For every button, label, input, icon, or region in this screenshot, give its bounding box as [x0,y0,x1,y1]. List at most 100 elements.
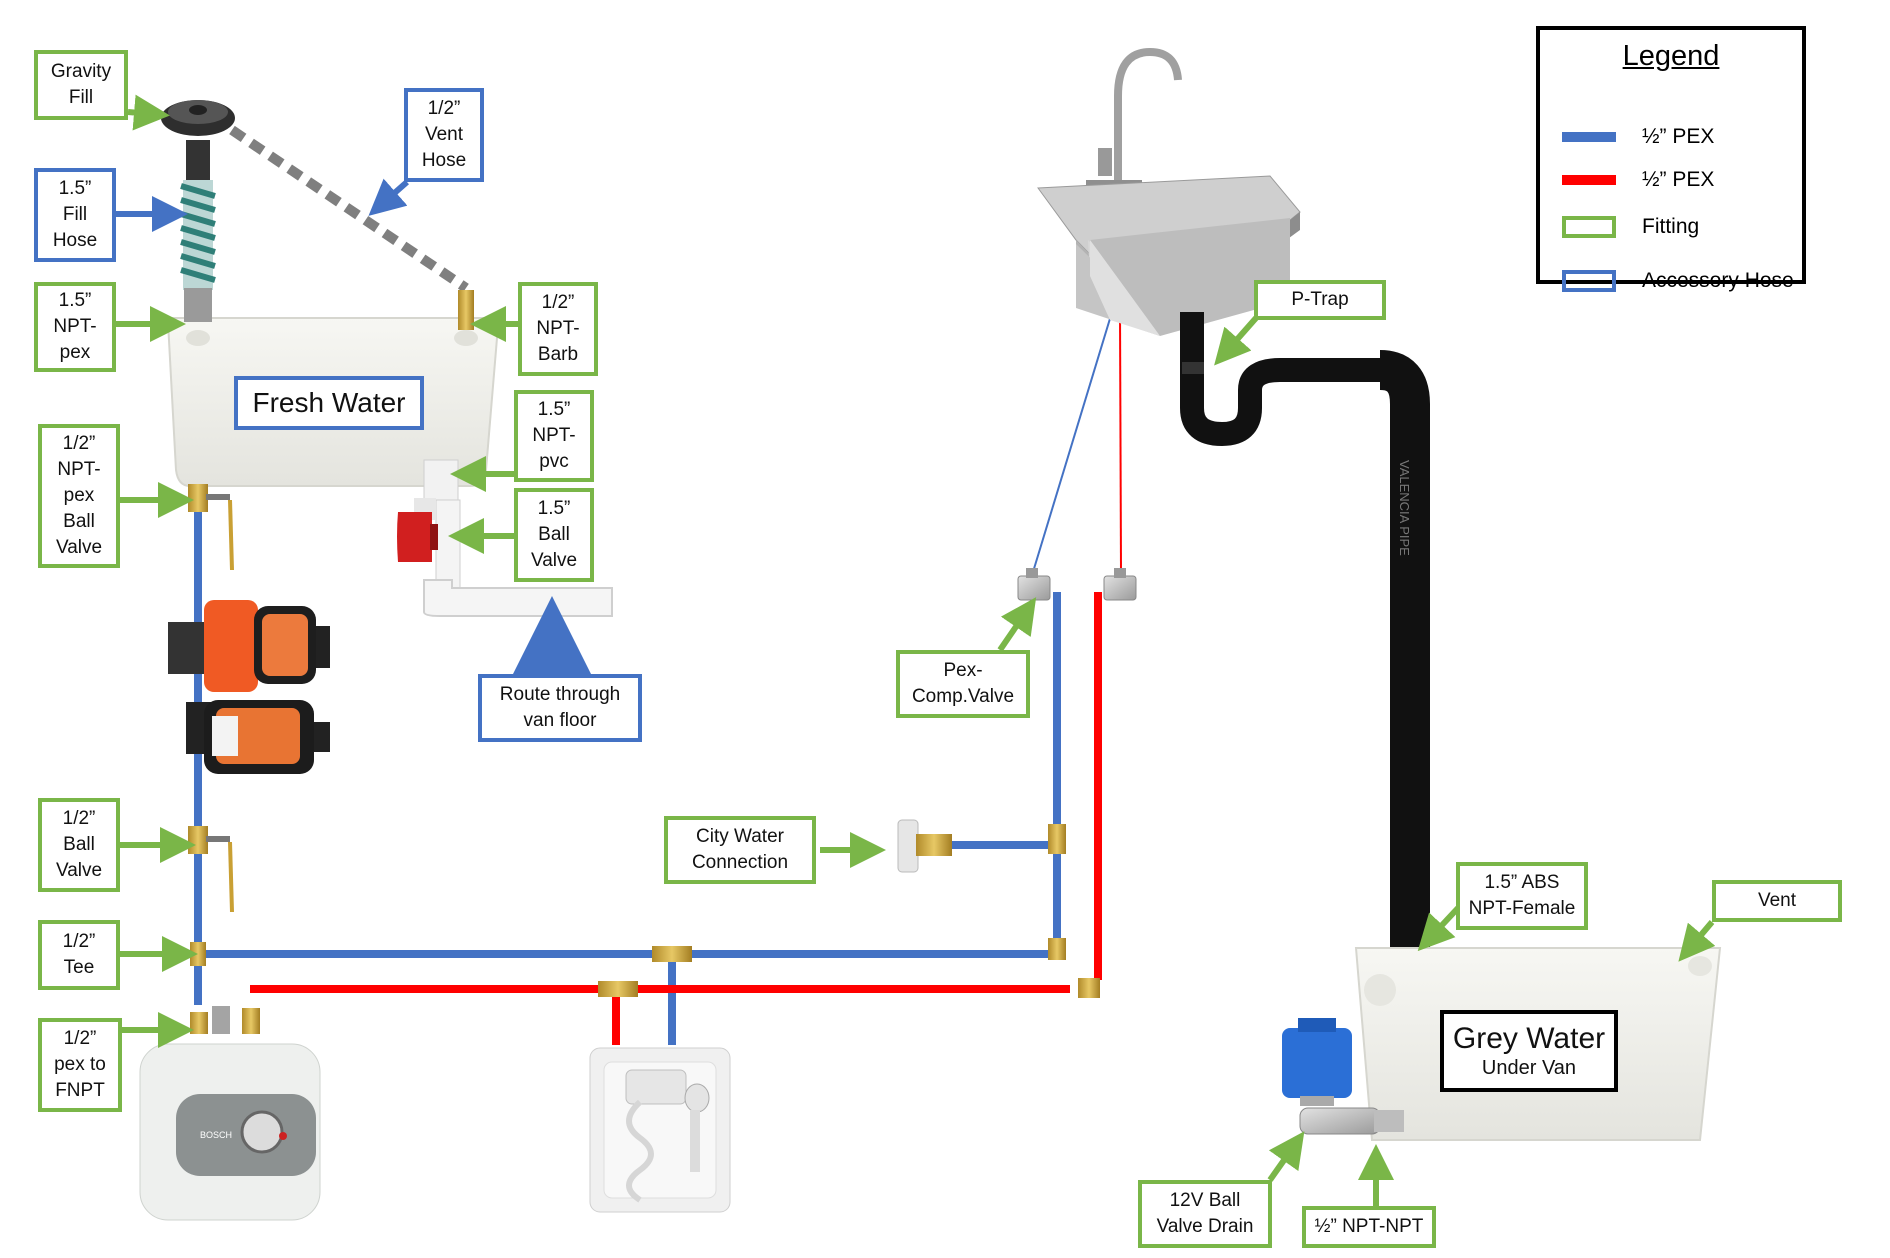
heater-brand-text: BOSCH [200,1130,232,1140]
label-line: 1.5” [58,178,92,199]
label-line: 12V Ball [1169,1190,1241,1211]
label-line: NPT- [532,425,576,446]
water-pump [168,600,330,692]
label-tee: 1/2” Tee [38,920,120,990]
label-line: Connection [691,852,789,873]
label-vent: Vent [1712,880,1842,922]
label-line: Ball [63,834,95,855]
pex-lines [194,311,1122,1045]
label-line: Valve [530,550,578,571]
gravity-fill-cap [161,100,235,182]
legend-swatch-green-box [1562,216,1616,238]
legend-item-label: ½” PEX [1642,125,1715,148]
legend-item: Accessory Hose [1562,266,1794,296]
accumulator-tank [186,700,330,774]
label-line: Ball [63,511,95,532]
label-line: Gravity [50,61,112,82]
legend-item-label: Fitting [1642,215,1700,238]
label-line: P-Trap [1291,289,1349,310]
label-npt-pex-15: 1.5” NPT-pex [34,282,116,372]
label-line: NPT- [57,459,101,480]
label-line: pex [63,485,95,506]
fresh-water-title: Fresh Water [234,376,424,430]
label-p-trap: P-Trap [1254,280,1386,320]
legend-item-label: Accessory Hose [1642,269,1794,292]
label-route-floor: Route through van floor [478,674,642,742]
label-npt-barb: 1/2”NPT-Barb [518,282,598,376]
label-line: NPT- [536,318,580,339]
label-line: van floor [523,710,597,731]
pex-comp-valves [1017,568,1137,601]
label-line: NPT-Female [1468,898,1576,919]
p-trap [1180,312,1392,447]
annotation-arrows [116,94,1716,1206]
label-line: NPT- [53,316,97,337]
legend-item: Fitting [1562,212,1699,242]
sink [1037,47,1301,336]
label-line: 1/2” [62,808,96,829]
label-line: Valve [55,537,103,558]
label-line: FNPT [55,1080,105,1101]
label-line: Valve [55,860,103,881]
drain-pipe: VALENCIA PIPE [1378,350,1434,990]
fresh-water-title-text: Fresh Water [252,387,406,418]
label-line: 1/2” [427,98,461,119]
label-line: 1/2” [63,1028,97,1049]
vent-hose-line [229,125,469,293]
label-line: Valve Drain [1156,1216,1254,1237]
ball-valve-drain [1282,1018,1404,1135]
label-line: Route through [499,684,621,705]
legend: Legend ½” PEX ½” PEX Fitting Accessory H… [1536,26,1806,292]
label-line: pex [59,342,91,363]
label-line: Vent [1757,890,1797,911]
label-line: Vent [424,124,464,145]
legend-item: ½” PEX [1562,165,1714,195]
label-pex-fnpt: 1/2” pex to FNPT [38,1018,122,1112]
label-line: 1/2” [62,931,96,952]
label-line: Ball [538,524,570,545]
water-heater: BOSCH [139,1043,321,1221]
label-line: Hose [421,150,467,171]
legend-item-label: ½” PEX [1642,168,1715,191]
label-line: 1/2” [62,433,96,454]
label-line: 1.5” ABS [1484,872,1560,893]
label-line: Comp.Valve [911,686,1015,707]
label-line: ½” NPT-NPT [1314,1216,1424,1237]
label-line: Barb [537,344,579,365]
shower-box [589,1047,731,1213]
grey-water-subtitle-text: Under Van [1481,1057,1577,1079]
label-abs-npt: 1.5” ABS NPT-Female [1456,862,1588,930]
grey-water-title-text: Grey Water [1452,1022,1606,1055]
legend-swatch-red-line [1562,175,1616,185]
fill-hose [180,180,216,322]
label-line: City Water [696,826,784,847]
legend-title: Legend [1622,40,1720,72]
label-line: 1.5” [537,498,571,519]
label-line: 1.5” [58,290,92,311]
label-line: pex to [54,1054,106,1075]
ball-valve-15-handle [397,512,438,562]
label-line: Fill [68,87,94,108]
label-line: Hose [52,230,98,251]
label-line: Tee [63,957,95,978]
legend-swatch-blue-box [1562,270,1616,292]
label-pex-comp-valve: Pex- Comp.Valve [896,650,1030,718]
label-line: 1.5” [537,399,571,420]
vent-barb-fitting [458,290,474,330]
legend-swatch-blue-line [1562,132,1616,142]
label-npt-npt: ½” NPT-NPT [1302,1206,1436,1248]
label-line: Pex- [943,660,983,681]
grey-water-title: Grey Water Under Van [1440,1010,1618,1092]
label-line: pvc [539,451,569,472]
city-water-inlet [897,819,952,873]
